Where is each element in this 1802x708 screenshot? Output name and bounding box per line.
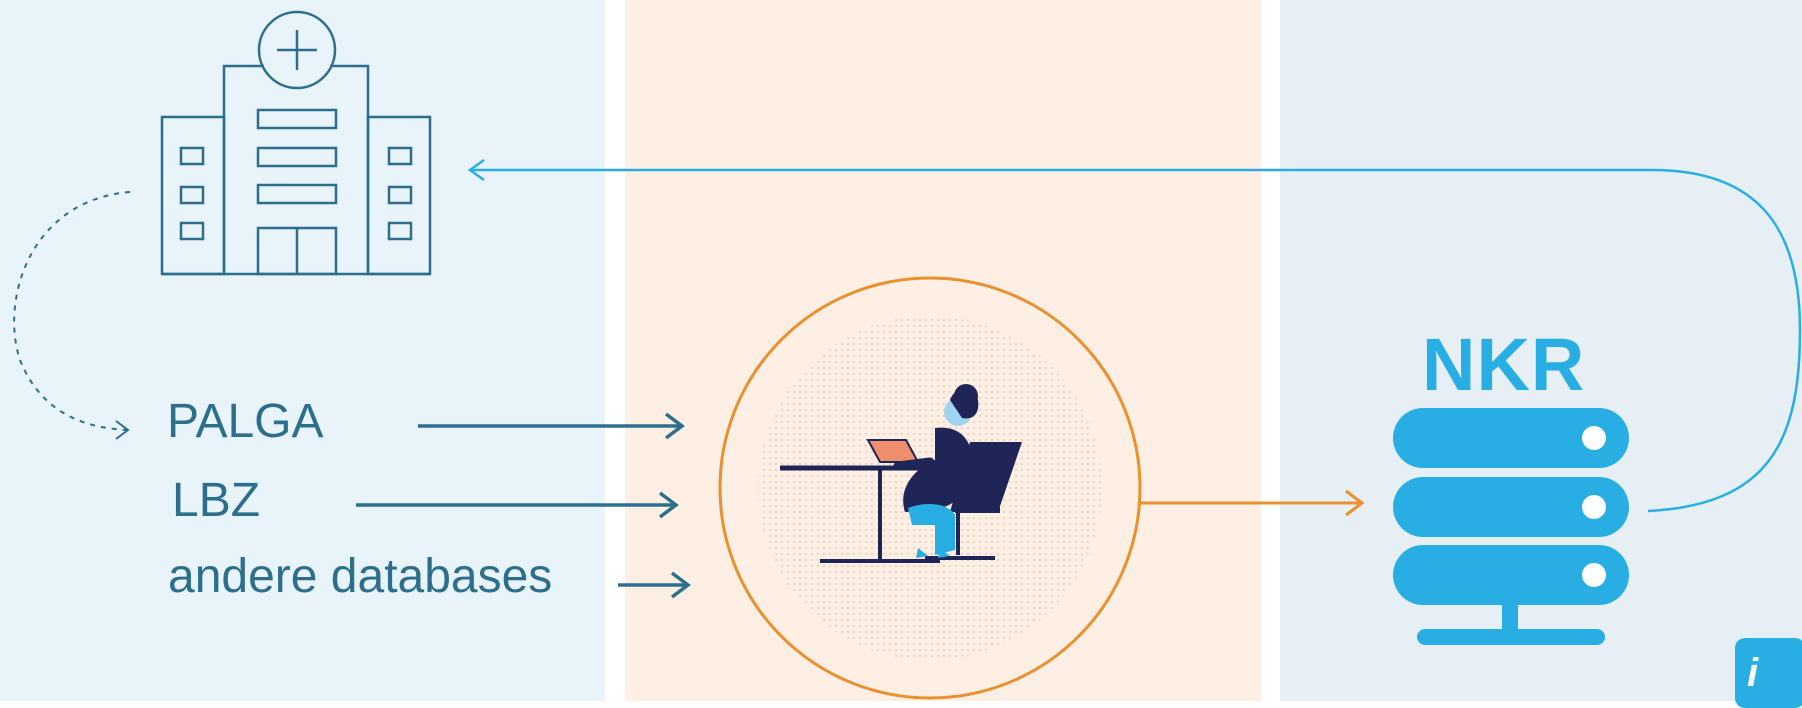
hospital-to-palga-dashed-arrow — [14, 192, 130, 439]
andere-databases-label: andere databases — [168, 553, 552, 601]
lbz-arrow — [356, 493, 676, 517]
palga-arrow — [418, 414, 682, 438]
corner-logo-glyph: i — [1747, 651, 1758, 695]
researcher-to-nkr-arrow — [1140, 491, 1362, 515]
lbz-label: LBZ — [172, 477, 260, 525]
database-server-icon — [1393, 408, 1629, 645]
nkr-label: NKR — [1422, 328, 1585, 402]
hospital-icon — [162, 12, 430, 274]
corner-logo-icon[interactable]: i — [1735, 638, 1802, 708]
andere-arrow — [618, 573, 688, 597]
palga-label: PALGA — [167, 398, 324, 446]
